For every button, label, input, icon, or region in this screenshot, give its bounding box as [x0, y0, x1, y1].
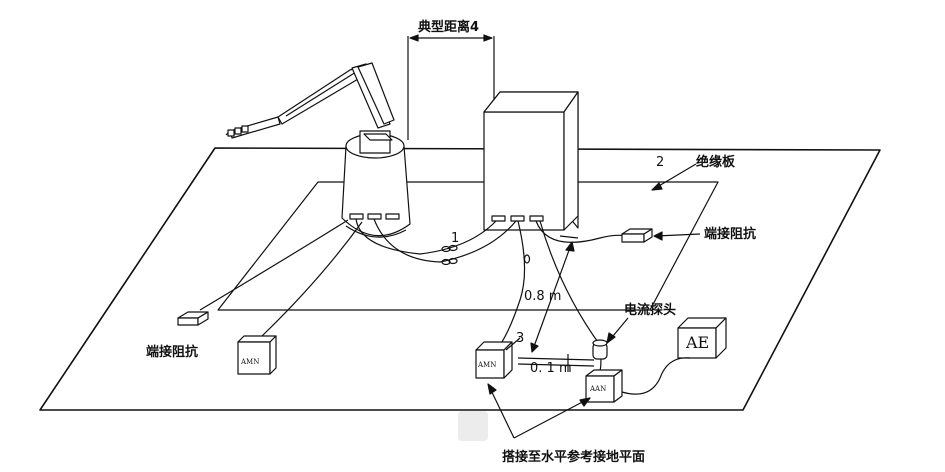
termination-box-right [621, 228, 653, 243]
cable-right-termination [535, 220, 627, 243]
termination-left-label: 端接阻抗 [146, 344, 198, 360]
amn-box-center [475, 341, 513, 379]
robot-base [341, 130, 411, 238]
height-dimension [530, 235, 579, 353]
cable-aan [539, 220, 602, 373]
insulation-board [217, 181, 719, 311]
gray-button[interactable] [458, 411, 488, 441]
robot-arm [225, 62, 395, 139]
termination-right-label: 端接阻抗 [704, 226, 756, 242]
bond-note-label: 搭接至水平参考接地平面 [502, 449, 645, 465]
typical-distance-label: 典型距离4 [418, 19, 479, 35]
probe-distance-dimension [517, 354, 595, 372]
harness-number: 1 [451, 231, 459, 246]
cable-left-amn [261, 221, 363, 337]
height-label: 0.8 m [524, 289, 561, 304]
bundle-number: 3 [516, 331, 524, 346]
amn-box-left [237, 335, 277, 375]
aan-label: AAN [589, 385, 606, 393]
aan-box [585, 369, 623, 403]
probe-distance-label: 0. 1 m [530, 361, 572, 376]
current-probe [592, 339, 608, 360]
ae-box [677, 317, 727, 359]
amn-center-label: AMN [477, 361, 496, 369]
cable-left-termination [199, 219, 349, 311]
bundle-pointer [505, 337, 521, 351]
current-probe-label: 电流探头 [624, 302, 676, 318]
termination-box-left [177, 311, 209, 326]
eut-box [483, 91, 579, 231]
termination-pointer [655, 233, 701, 237]
ground-reference-plane [39, 147, 881, 411]
insulation-board-number: 2 [656, 155, 664, 170]
ae-label: AE [685, 333, 709, 352]
amn-left-label: AMN [240, 358, 259, 366]
typical-distance-dimension [407, 34, 495, 140]
harness [355, 218, 517, 266]
insulation-board-label: 绝缘板 [696, 154, 736, 170]
cable-aan-ae [621, 357, 691, 395]
bond-arrows [487, 383, 591, 439]
cable-center-amn [499, 220, 526, 346]
